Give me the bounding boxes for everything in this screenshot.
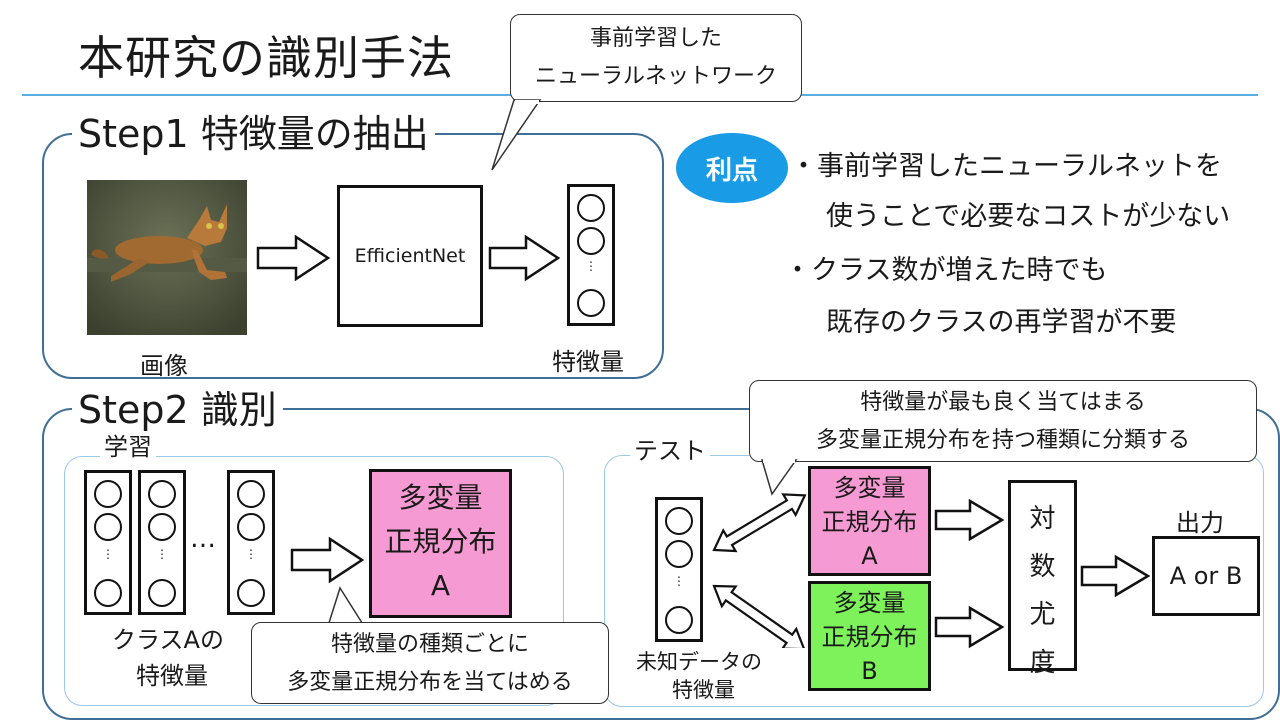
test-distribution-b-line1: 多変量 (833, 589, 906, 617)
arrow-network-to-feature (488, 234, 561, 282)
test-distribution-a-line1: 多変量 (833, 474, 906, 502)
feature-node (665, 507, 693, 535)
merit-line-1: ・事前学習したニューラルネットを (790, 151, 1222, 182)
merit-line-3: ・クラス数が増えた時でも (784, 255, 1108, 286)
feature-node (148, 480, 176, 508)
step1-heading: Step1 特徴量の抽出 (72, 112, 435, 156)
vertical-ellipsis-icon: ⋮ (585, 259, 597, 273)
feature-node (94, 480, 122, 508)
train-subpanel (64, 456, 564, 706)
feature-node (577, 227, 605, 255)
feature-node (94, 513, 122, 541)
distribution-a-box: 多変量 正規分布 A (369, 469, 512, 618)
feature-node (577, 289, 605, 317)
network-callout: 事前学習した ニューラルネットワーク (510, 14, 802, 102)
log-likelihood-char: 尤 (1029, 600, 1056, 630)
test-feature-label-line2: 特徴量 (672, 678, 735, 702)
feature-label: 特徴量 (552, 348, 624, 376)
distribution-a-line3: A (430, 569, 451, 602)
feature-node (577, 194, 605, 222)
feature-node (148, 513, 176, 541)
arrow-likelihood-to-output (1080, 554, 1151, 598)
feature-node (665, 540, 693, 568)
horizontal-ellipsis: … (190, 524, 216, 554)
classify-callout: 特徴量が最も良く当てはまる 多変量正規分布を持つ種類に分類する (749, 380, 1257, 462)
test-feature-vector: ⋮ (655, 497, 703, 642)
test-distribution-a-line2: 正規分布 (821, 508, 918, 536)
test-distribution-a-box: 多変量 正規分布 A (808, 466, 931, 576)
test-distribution-b-line2: 正規分布 (821, 623, 918, 651)
vertical-ellipsis-icon: ⋮ (673, 574, 685, 588)
fit-callout-line2: 多変量正規分布を当てはめる (287, 670, 573, 695)
efficientnet-box: EfficientNet (337, 185, 483, 327)
distribution-a-line2: 正規分布 (384, 525, 497, 558)
test-feature-label-line1: 未知データの (636, 650, 762, 674)
output-box: A or B (1152, 536, 1260, 616)
arrow-features-to-distribution (290, 536, 365, 584)
fit-callout: 特徴量の種類ごとに 多変量正規分布を当てはめる (251, 622, 609, 704)
train-feature-vector: ⋮ (227, 470, 275, 615)
test-distribution-b-box: 多変量 正規分布 B (808, 581, 931, 691)
output-label: 出力 (1176, 509, 1224, 537)
arrow-image-to-network (256, 234, 331, 282)
vertical-ellipsis-icon: ⋮ (156, 547, 168, 561)
train-feature-label-line1: クラスAの (112, 626, 224, 654)
feature-vector: ⋮ (567, 184, 615, 326)
network-callout-tail (491, 99, 542, 171)
arrow-dist-b-to-likelihood (934, 605, 1005, 649)
distribution-a-line1: 多変量 (398, 481, 483, 514)
train-feature-vector: ⋮ (84, 470, 132, 615)
step2-heading: Step2 識別 (72, 388, 283, 432)
log-likelihood-char: 度 (1029, 648, 1056, 678)
train-label: 学習 (100, 432, 156, 462)
feature-node (237, 480, 265, 508)
classify-callout-tail (760, 459, 798, 496)
train-feature-label-line2: 特徴量 (136, 662, 208, 690)
classify-callout-line2: 多変量正規分布を持つ種類に分類する (815, 428, 1190, 453)
merit-line-4: 既存のクラスの再学習が不要 (826, 307, 1177, 338)
test-label: テスト (630, 436, 710, 466)
cat-image (87, 180, 247, 335)
log-likelihood-char: 数 (1029, 552, 1056, 582)
merit-line-2: 使うことで必要なコストが少ない (826, 201, 1231, 232)
train-feature-vector: ⋮ (138, 470, 186, 615)
page-title: 本研究の識別手法 (78, 31, 454, 85)
compare-arrows (712, 493, 807, 648)
fit-callout-line1: 特徴量の種類ごとに (330, 632, 529, 657)
image-label: 画像 (140, 352, 188, 380)
feature-node (94, 579, 122, 607)
feature-node (237, 513, 265, 541)
feature-node (237, 579, 265, 607)
network-callout-line1: 事前学習した (589, 26, 722, 51)
log-likelihood-box: 対 数 尤 度 (1008, 480, 1077, 678)
network-callout-line2: ニューラルネットワーク (534, 64, 777, 89)
vertical-ellipsis-icon: ⋮ (245, 547, 257, 561)
test-distribution-a-line3: A (861, 542, 878, 570)
classify-callout-line1: 特徴量が最も良く当てはまる (860, 390, 1146, 415)
feature-node (665, 606, 693, 634)
test-distribution-b-line3: B (861, 657, 878, 685)
feature-node (148, 579, 176, 607)
log-likelihood-char: 対 (1029, 504, 1056, 534)
vertical-ellipsis-icon: ⋮ (102, 547, 114, 561)
merit-badge: 利点 (676, 133, 788, 203)
arrow-dist-a-to-likelihood (934, 498, 1005, 542)
